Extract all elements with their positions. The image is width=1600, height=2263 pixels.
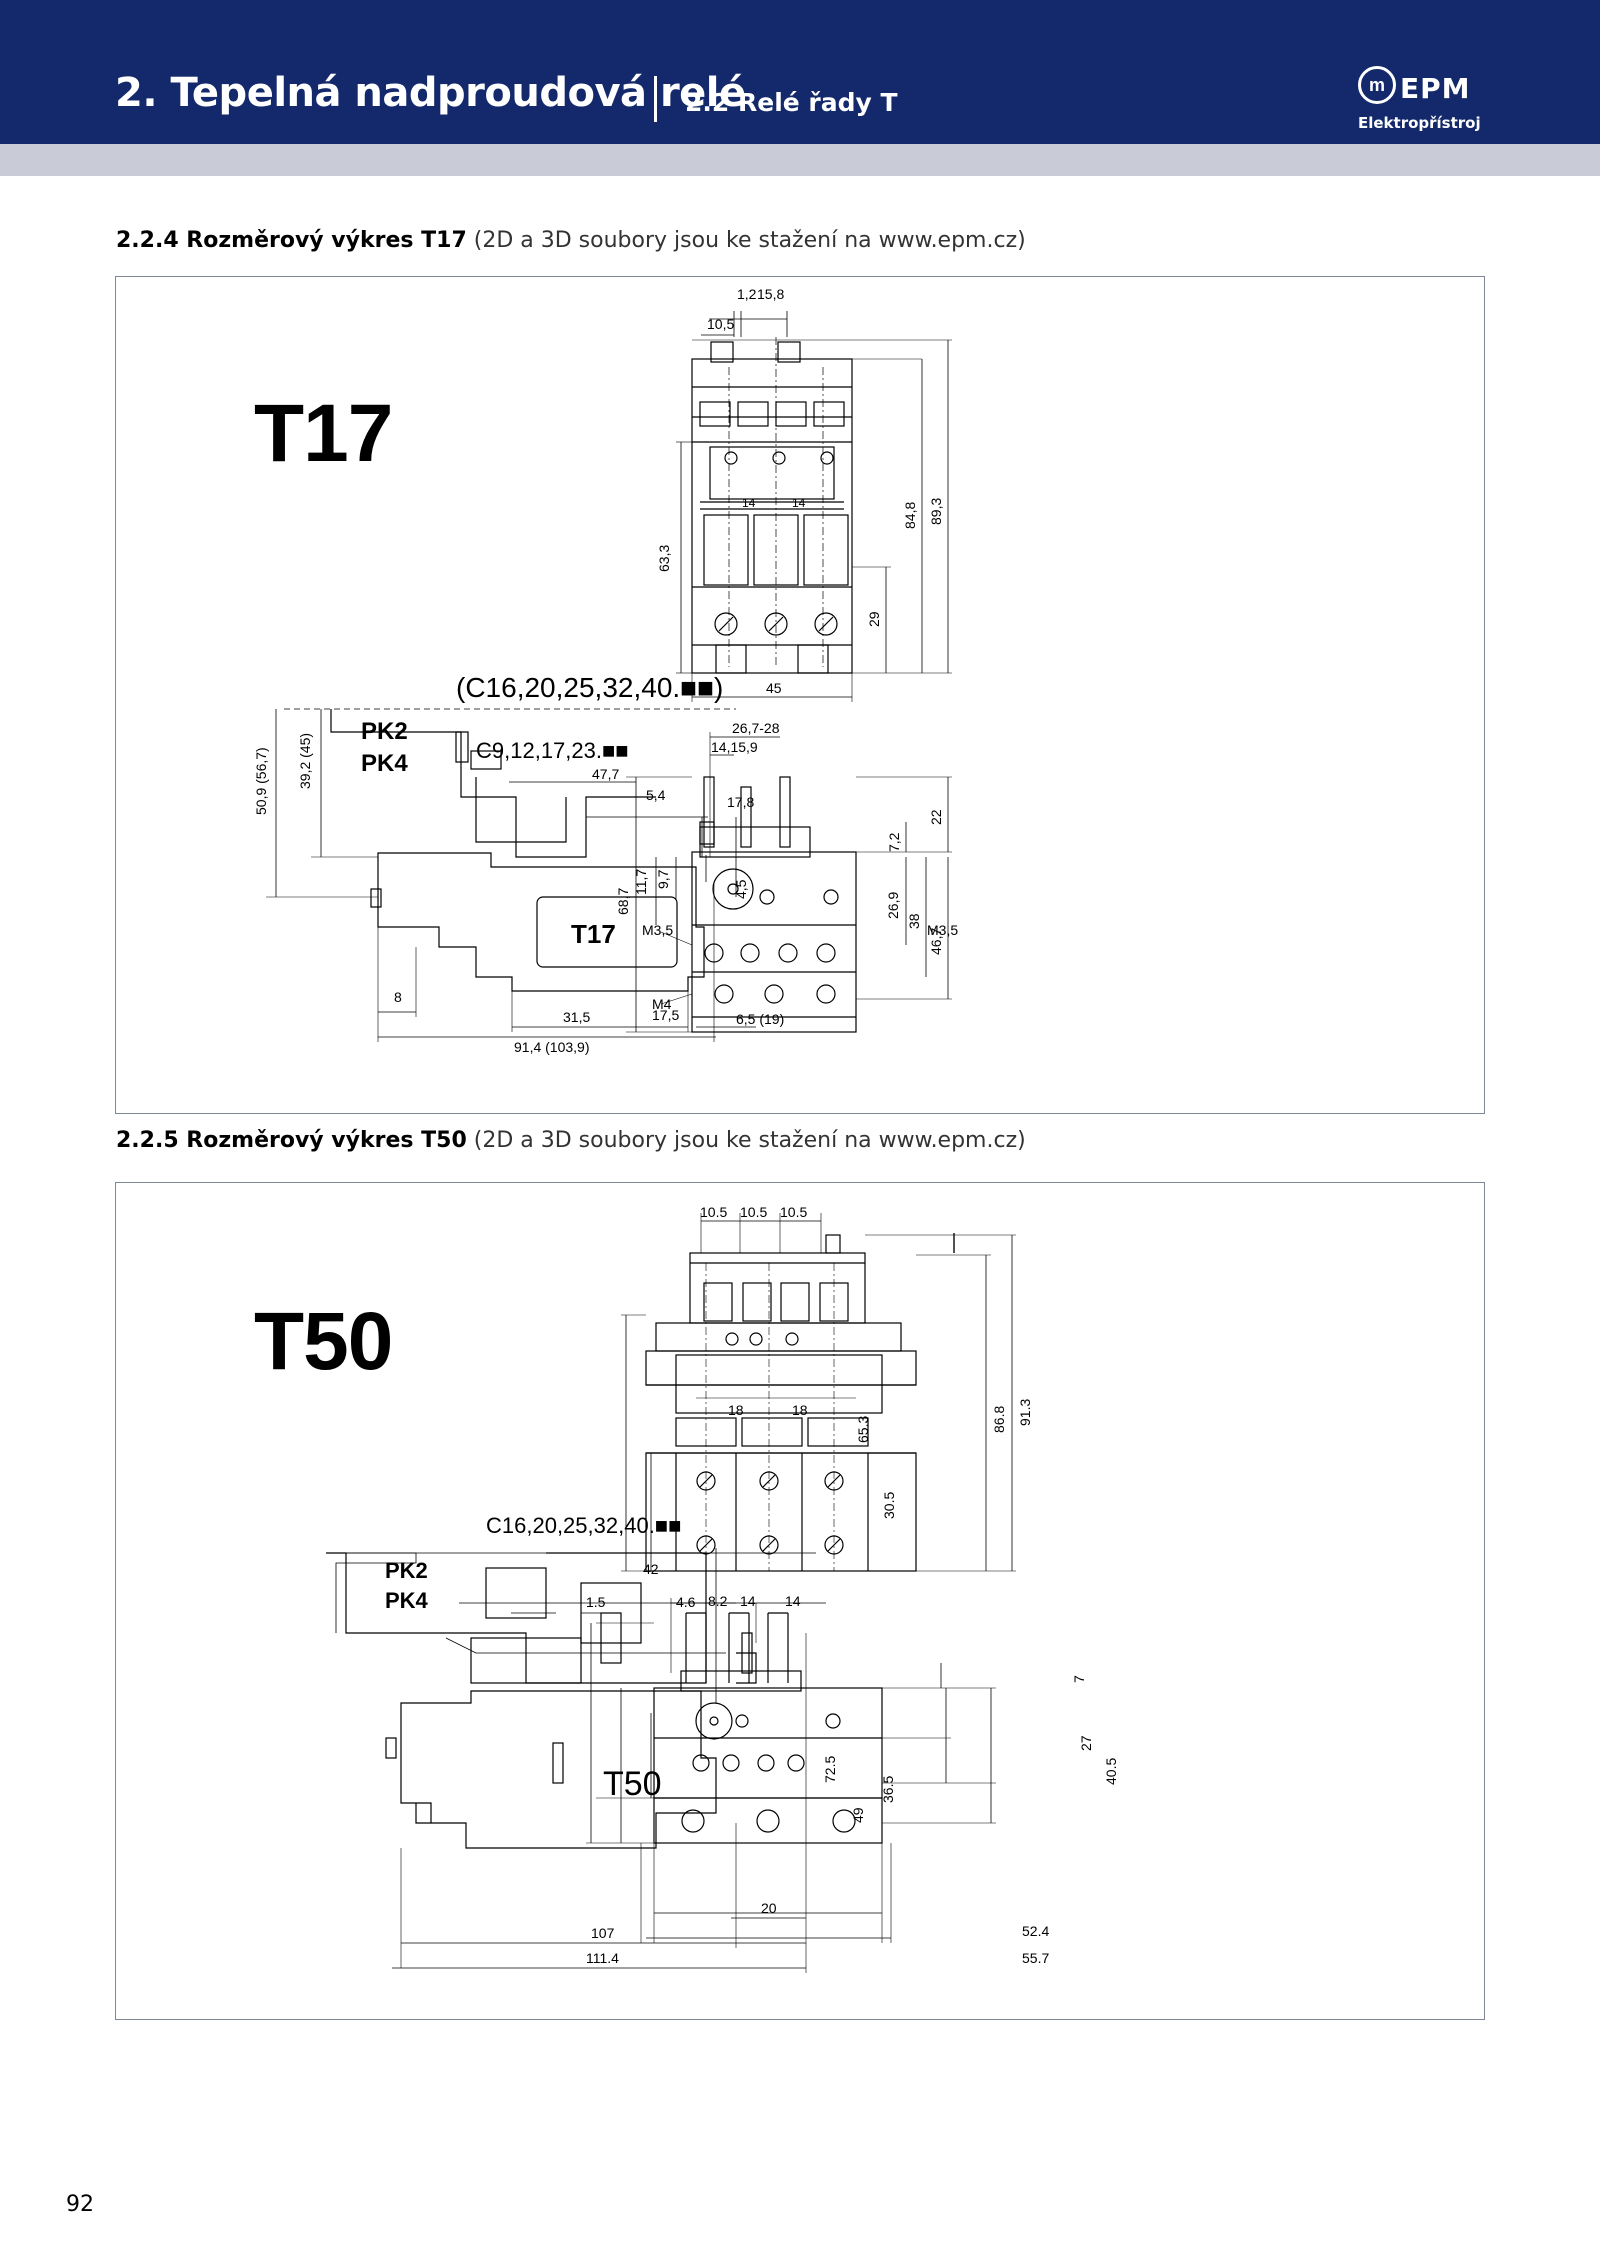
dim-label: 4.6 [676,1594,696,1610]
dim-label: 38 [906,913,922,929]
dim-label: 18 [792,1402,808,1418]
section-note: (2D a 3D soubory jsou ke stažení na www.… [473,1128,1026,1153]
dim-label: 47,7 [592,766,619,782]
dim-label: 4,5 [733,879,749,899]
pk2-label: PK2 [361,718,408,745]
dim-label: 72.5 [822,1756,838,1783]
dim-label: 111.4 [586,1950,619,1966]
logo-word: EPM [1400,72,1471,105]
m4-label: M4 [652,996,672,1012]
page-subtitle: 2.2 Relé řady T [685,88,898,117]
dim-label: 20 [761,1900,777,1916]
dim-label: 11,7 [633,869,649,895]
dim-label: 63,3 [656,545,672,572]
title-separator [654,76,657,122]
compat-label: C16,20,25,32,40.■■ [486,1513,681,1538]
dim-label: 5,4 [646,787,666,803]
dim-label: 1.5 [586,1594,606,1610]
section-title: 2.2.4 Rozměrový výkres T17 [116,228,467,253]
pk2-label: PK2 [385,1558,428,1583]
t17-drawing: 1,2 15,8 10,5 14 14 63,3 84,8 89,3 29 45… [253,286,958,1055]
dim-label: 27 [1078,1735,1094,1751]
dim-label: 84,8 [902,502,918,529]
dim-label: 49 [850,1807,866,1823]
dim-label: 15,8 [757,286,784,302]
dim-label: 45 [766,680,782,696]
compat-label-large: (C16,20,25,32,40.■■) [456,672,723,703]
dim-label: 10.5 [700,1204,727,1220]
header-stripe [0,144,1600,176]
dim-label: 18 [728,1402,744,1418]
dim-label: 7,2 [886,832,902,852]
dim-label: 10.5 [740,1204,767,1220]
dim-label: 55.7 [1022,1950,1049,1966]
m35-label: M3,5 [927,922,958,938]
dim-label: 50,9 (56,7) [253,747,269,815]
dim-label: 31,5 [563,1009,590,1025]
dim-label: 86.8 [991,1406,1007,1433]
epm-logo: m EPM Elektropřístroj [1358,64,1486,140]
body-label: T50 [603,1765,662,1803]
dim-label: 8.2 [708,1593,728,1609]
dim-label: 46,7 [928,928,944,955]
compat-label-small: C9,12,17,23.■■ [476,738,629,763]
dim-label: 10.5 [780,1204,807,1220]
header-band: 2. Tepelná nadproudová relé 2.2 Relé řad… [0,0,1600,144]
dim-label: 26,9 [885,892,901,919]
dim-label: 52.4 [1022,1923,1049,1939]
dim-label: 9,7 [655,869,671,889]
dim-label: 36.5 [880,1776,896,1803]
dim-label: 65.3 [855,1416,871,1443]
dim-label: 14 [785,1593,801,1609]
dim-label: 68,7 [615,888,631,915]
dim-label: 1,2 [737,286,757,302]
body-label: T17 [571,919,616,949]
dim-label: 39,2 (45) [297,733,313,789]
pk4-label: PK4 [361,750,408,777]
section-note: (2D a 3D soubory jsou ke stažení na www.… [473,228,1026,253]
dim-label: 42 [643,1561,659,1577]
dim-label: 91,4 (103,9) [514,1039,590,1055]
section-heading-t50: 2.2.5 Rozměrový výkres T50 (2D a 3D soub… [116,1128,1026,1153]
logo-subtitle: Elektropřístroj [1358,114,1481,132]
dim-label: 89,3 [928,498,944,525]
dim-label: 17,8 [727,794,754,810]
dim-label: 30.5 [881,1492,897,1519]
dim-label: 107 [591,1925,615,1941]
dim-label: 14 [740,1593,756,1609]
model-name: T50 [254,1296,393,1387]
dim-label: 14 [742,496,756,510]
pk4-label: PK4 [385,1588,429,1613]
dim-label: 17,5 [652,1007,679,1023]
drawing-box-t17: T17 [115,276,1485,1114]
dim-label: 40.5 [1103,1758,1119,1785]
section-heading-t17: 2.2.4 Rozměrový výkres T17 (2D a 3D soub… [116,228,1026,253]
dim-label: 8 [394,989,402,1005]
section-title: 2.2.5 Rozměrový výkres T50 [116,1128,467,1153]
dim-label: 22 [928,809,944,825]
m35-label: M3,5 [642,922,673,938]
dim-label: 91.3 [1017,1399,1033,1426]
page-title: 2. Tepelná nadproudová relé [115,70,746,116]
dim-label: 26,7-28 [732,720,780,736]
page-number: 92 [66,2192,94,2217]
dim-label: 29 [866,611,882,627]
t50-drawing: 10.5 10.5 10.5 18 18 65.3 30.5 86.8 91.3… [326,1204,1119,1973]
model-name: T17 [254,388,393,479]
dim-label: 14,15,9 [711,739,758,755]
dim-label: 7 [1071,1675,1087,1683]
logo-mark-icon: m [1358,66,1396,104]
dim-label: 14 [792,496,806,510]
dim-label: 6,5 (19) [736,1011,784,1027]
drawing-box-t50: T50 [115,1182,1485,2020]
dim-label: 10,5 [707,316,734,332]
